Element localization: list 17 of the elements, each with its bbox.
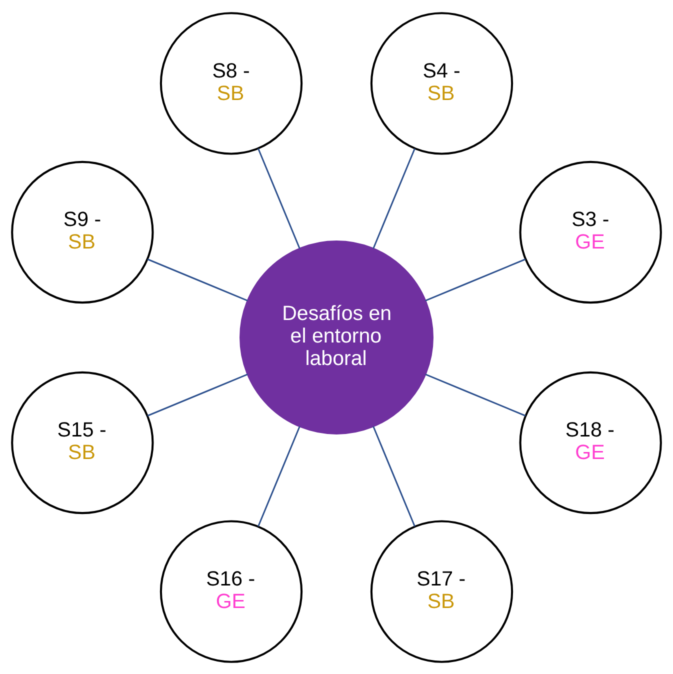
- node-circle: S15 - SB: [11, 370, 154, 514]
- connector: [372, 148, 416, 248]
- connector: [147, 373, 248, 416]
- node-circle: S16 - GE: [160, 520, 303, 662]
- node-circle: S4 - SB: [370, 12, 514, 154]
- node-circle: S9 - SB: [11, 160, 154, 304]
- node-circle: S17 - SB: [370, 520, 514, 662]
- connector: [425, 258, 526, 301]
- connector: [425, 373, 526, 416]
- node-circle: Desafíos en el entorno laboral: [240, 240, 434, 434]
- connector: [147, 258, 248, 301]
- connector: [258, 426, 300, 526]
- connector: [258, 148, 300, 248]
- node-circle: S18 - GE: [519, 370, 662, 514]
- connector: [372, 426, 416, 526]
- node-circle: S3 - GE: [519, 160, 662, 304]
- node-circle: S8 - SB: [160, 12, 303, 154]
